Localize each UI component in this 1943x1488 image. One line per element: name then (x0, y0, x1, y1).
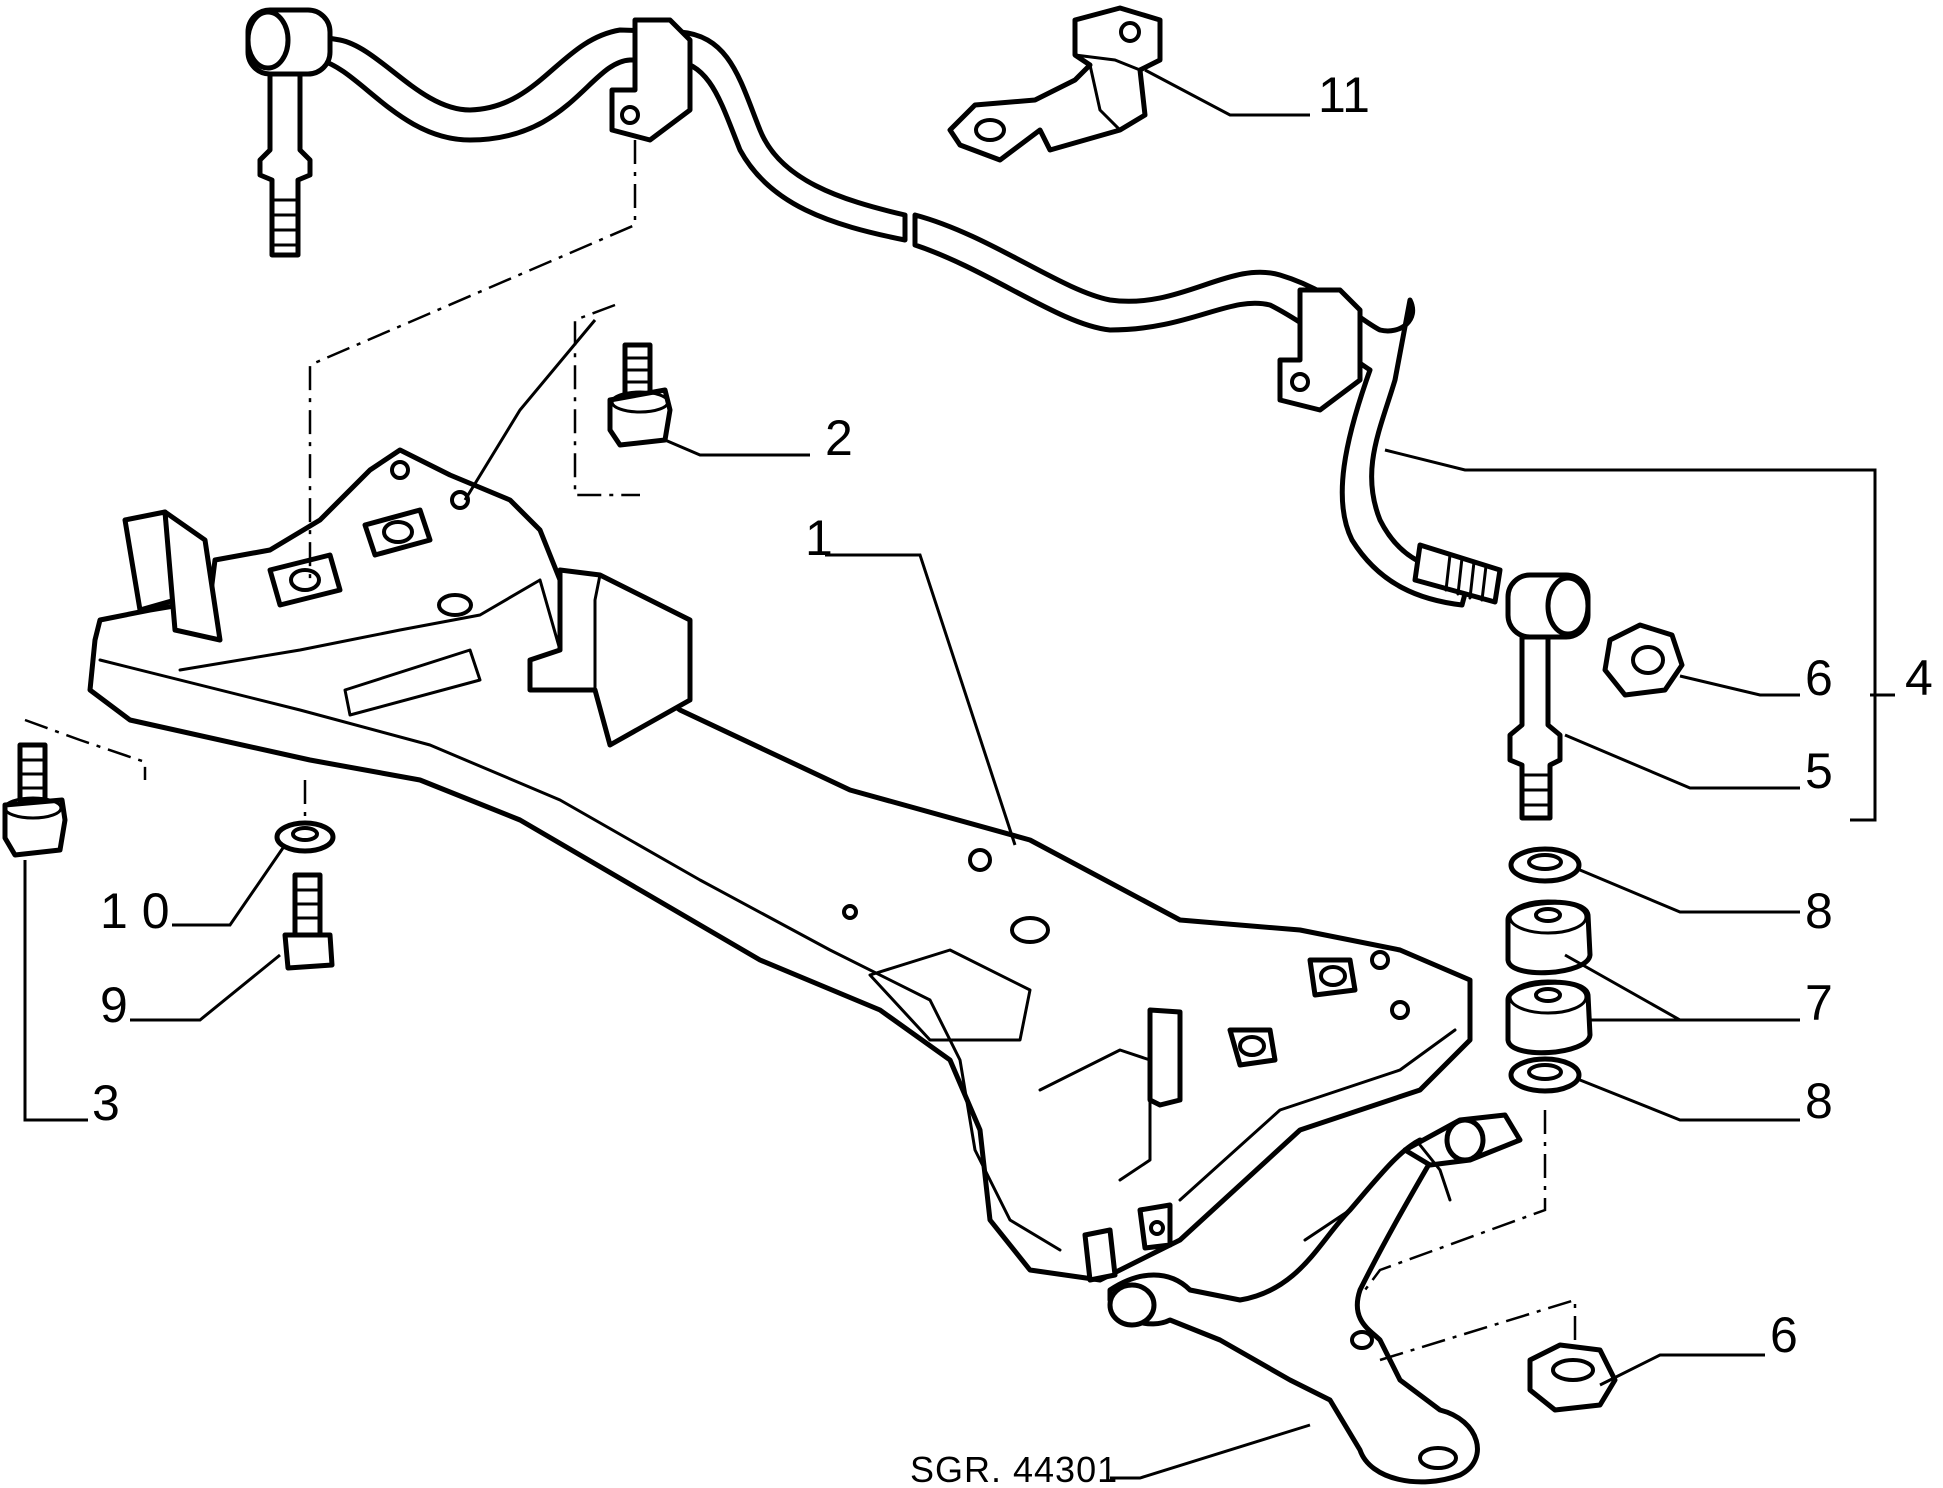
callout-9: 9 (100, 977, 128, 1033)
bolt-part-9 (282, 872, 335, 971)
subframe-crossmember (87, 447, 1473, 1283)
washer-part-8-upper (1508, 846, 1582, 884)
callout-8-upper: 8 (1805, 883, 1833, 939)
callout-labels: 11 2 1 4 6 5 8 7 8 6 1 0 9 3 SGR. 44301 (92, 67, 1933, 1488)
callout-10: 1 0 (100, 883, 170, 939)
callout-6-upper: 6 (1805, 650, 1833, 706)
callout-6-lower: 6 (1770, 1307, 1798, 1363)
drop-link-part-5 (1505, 572, 1591, 821)
callout-3: 3 (92, 1075, 120, 1131)
reference-code: SGR. 44301 (910, 1449, 1118, 1488)
flange-bolt-part-3 (2, 742, 68, 858)
callout-2: 2 (825, 410, 853, 466)
callout-7: 7 (1805, 975, 1833, 1031)
callout-8-lower: 8 (1805, 1073, 1833, 1129)
bushing-part-7-lower (1505, 979, 1593, 1056)
nut-part-6-upper (1602, 622, 1685, 698)
nut-part-6-lower (1527, 1342, 1618, 1413)
leader-lines (23, 68, 1895, 1480)
callout-5: 5 (1805, 743, 1833, 799)
washer-part-10 (274, 820, 336, 854)
stabilizer-bar (245, 7, 1503, 608)
callout-4: 4 (1905, 650, 1933, 706)
callout-1: 1 (805, 510, 833, 566)
bracket-part-11 (947, 5, 1163, 163)
callout-11: 11 (1318, 67, 1370, 123)
lower-control-arm (1107, 1112, 1523, 1485)
flange-bolt-part-2 (607, 342, 673, 448)
washer-part-8-lower (1508, 1056, 1582, 1094)
bushing-part-7-upper (1505, 899, 1593, 976)
assembly-lines (24, 140, 1577, 1362)
